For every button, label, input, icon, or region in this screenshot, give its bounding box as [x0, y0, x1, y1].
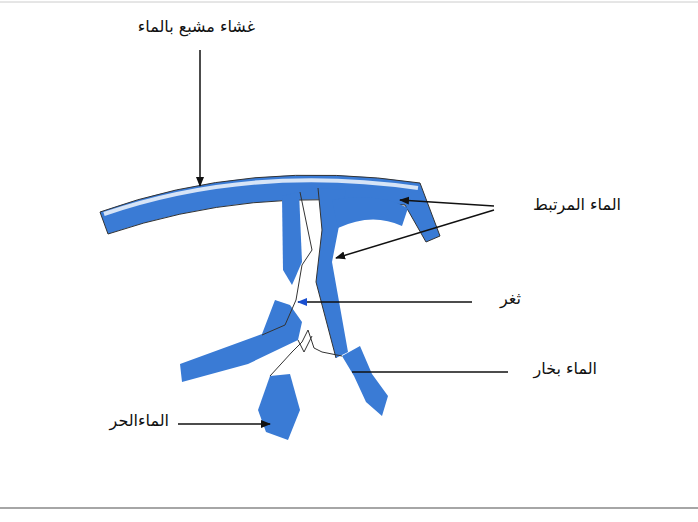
- leader-line: [178, 423, 270, 425]
- frame-line: [0, 2, 698, 3]
- membrane-band: [100, 175, 440, 242]
- leader-line: [352, 371, 508, 373]
- bound-water: [342, 346, 388, 416]
- part-label: الماءالحر: [107, 410, 172, 433]
- frame-line: [0, 507, 698, 509]
- leader-line: [336, 210, 494, 258]
- vapor-outline: [270, 330, 342, 376]
- cavity-outline: [316, 188, 336, 358]
- vapor-outline: [298, 336, 312, 352]
- part-label: الماء المرتبط: [530, 194, 624, 217]
- leader-line: [199, 50, 201, 186]
- part-label: الماء بخار: [531, 358, 600, 381]
- part-label: ثغر: [497, 288, 524, 311]
- leader-line: [400, 200, 494, 206]
- leader-line: [298, 301, 472, 303]
- cavity-outline: [262, 192, 312, 335]
- bound-water: [332, 197, 408, 228]
- bound-water: [180, 300, 302, 382]
- bound-water: [282, 192, 302, 285]
- free-water: [258, 374, 300, 440]
- part-label: غشاء مشبع بالماء: [135, 16, 258, 39]
